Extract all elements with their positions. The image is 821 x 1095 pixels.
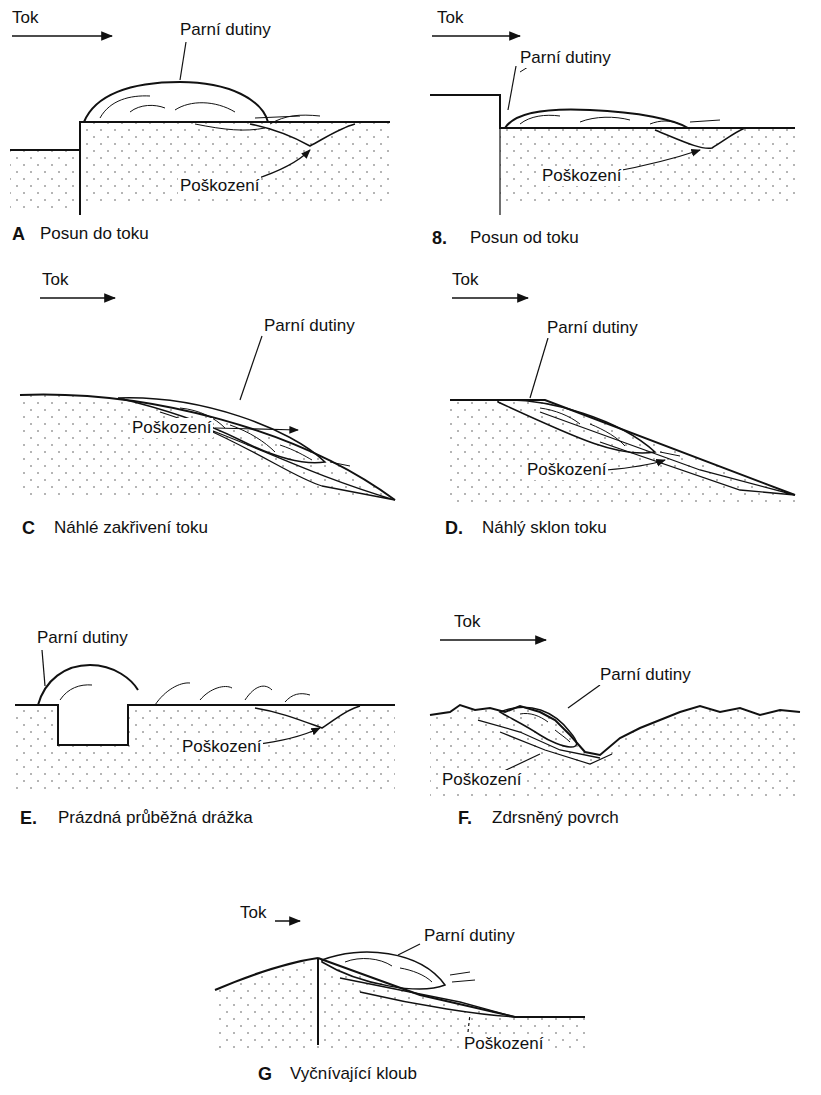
callout-label: Parní dutiny	[35, 628, 130, 648]
panel-letter: 8.	[430, 228, 449, 248]
callout-label: Parní dutiny	[598, 665, 693, 685]
callout-label: Poškození	[540, 166, 623, 186]
callout-label: Parní dutiny	[178, 20, 273, 40]
panel-letter: G	[256, 1064, 274, 1084]
panel-letter: A	[10, 224, 27, 244]
callout-label: Poškození	[178, 176, 261, 196]
panel-a	[10, 36, 390, 215]
panel-b	[430, 36, 795, 215]
panel-c	[20, 298, 395, 500]
callout-label: Parní dutiny	[518, 48, 613, 68]
panel-caption: Prázdná průběžná drážka	[56, 808, 255, 828]
panel-f	[430, 640, 800, 800]
callout-label: Parní dutiny	[422, 926, 517, 946]
panel-letter: D.	[443, 518, 465, 538]
panel-e	[15, 650, 395, 790]
callout-label: Poškození	[130, 418, 213, 438]
callout-label: Parní dutiny	[262, 316, 357, 336]
panel-caption: Zdrsněný povrch	[490, 808, 621, 828]
panel-caption: Posun do toku	[38, 224, 151, 244]
flow-label: Tok	[435, 8, 465, 28]
callout-label: Poškození	[440, 770, 523, 790]
callout-label: Parní dutiny	[545, 318, 640, 338]
callout-label: Poškození	[180, 737, 263, 757]
panel-letter: E.	[18, 808, 39, 828]
panel-g	[215, 921, 585, 1050]
flow-label: Tok	[238, 903, 268, 923]
callout-label: Poškození	[525, 460, 608, 480]
flow-label: Tok	[40, 270, 70, 290]
flow-label: Tok	[10, 8, 40, 28]
panel-letter: C	[20, 518, 37, 538]
panel-d	[450, 298, 795, 505]
panel-caption: Náhlé zakřivení toku	[52, 518, 210, 538]
panel-caption: Vyčnívající kloub	[288, 1064, 419, 1084]
callout-label: Poškození	[462, 1034, 545, 1054]
panel-letter: F.	[456, 808, 474, 828]
flow-label: Tok	[450, 270, 480, 290]
flow-label: Tok	[452, 612, 482, 632]
panel-caption: Posun od toku	[468, 228, 581, 248]
panel-caption: Náhlý sklon toku	[480, 518, 609, 538]
